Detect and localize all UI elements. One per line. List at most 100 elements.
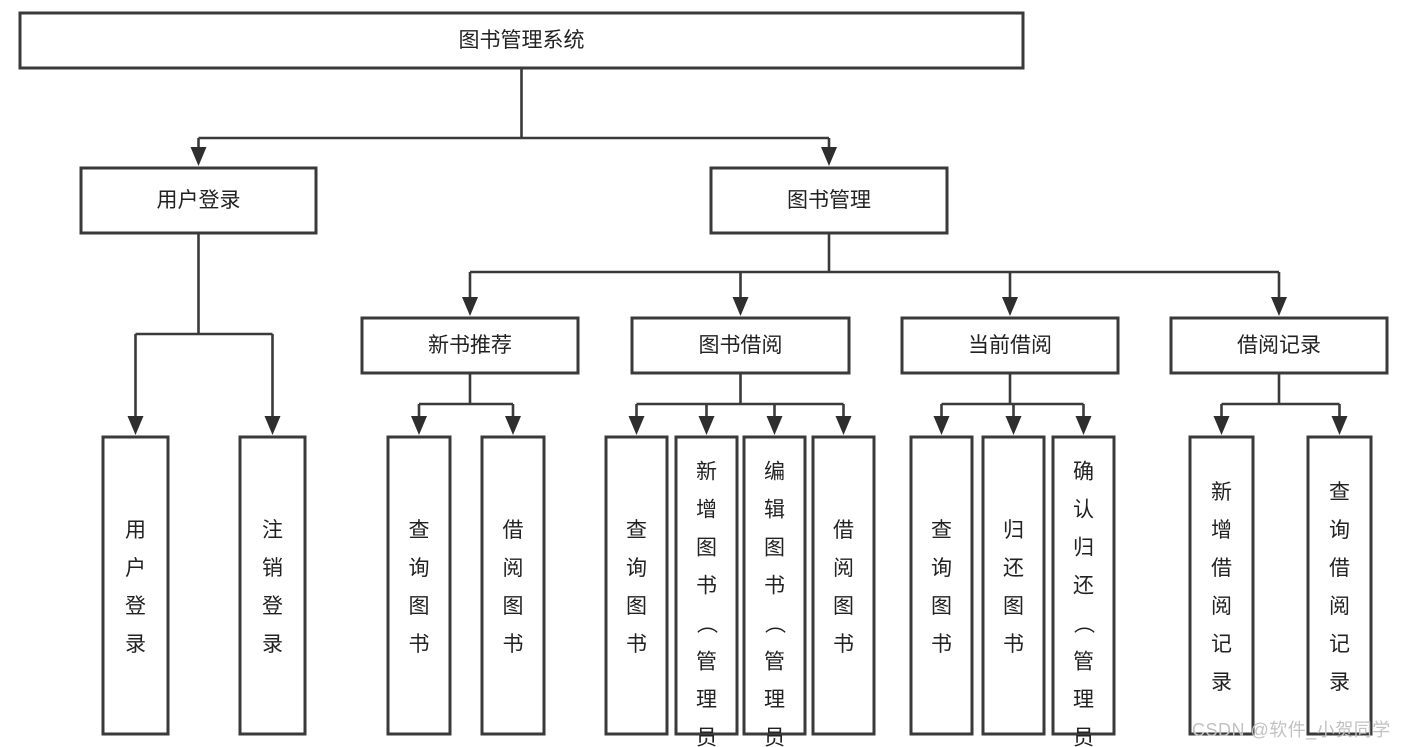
arrowhead-icon: [835, 416, 852, 435]
node-box[interactable]: [101, 435, 170, 736]
node-label-char: 还: [1073, 574, 1094, 597]
connector-group: [933, 373, 1092, 435]
node-label-char: 管: [1073, 650, 1094, 673]
node-label-char: 户: [125, 557, 146, 580]
node-label-char: 增: [1211, 519, 1232, 542]
node-label-char: 书: [764, 574, 785, 597]
node-label-char: 管: [764, 650, 785, 673]
node-label-char: 编: [764, 460, 785, 483]
node-label-char: （: [695, 613, 718, 634]
node-label-char: 归: [1003, 519, 1024, 542]
node-label-char: 新: [1211, 481, 1232, 504]
node-label: 用户登录: [157, 189, 241, 212]
connector-group: [628, 373, 852, 435]
node-box[interactable]: [18, 11, 1025, 70]
node-label-char: 还: [1003, 557, 1024, 580]
node-bookmgmt[interactable]: 图书管理: [709, 166, 949, 235]
node-borrow[interactable]: 图书借阅: [630, 316, 851, 375]
node-login[interactable]: 用户登录: [79, 166, 318, 235]
node-box[interactable]: [386, 435, 452, 736]
node-label-char: 查: [626, 519, 647, 542]
node-label-char: 注: [262, 519, 283, 542]
connector-group: [190, 68, 837, 166]
node-label-char: 销: [262, 557, 283, 580]
node-label-char: 归: [1073, 536, 1094, 559]
arrowhead-icon: [732, 297, 749, 316]
node-label-char: 询: [931, 557, 952, 580]
node-label-char: 认: [1073, 498, 1094, 521]
node-label-char: 理: [1073, 688, 1094, 711]
node-box[interactable]: [1169, 316, 1389, 375]
node-box[interactable]: [1188, 435, 1255, 736]
node-box[interactable]: [811, 435, 876, 736]
node-box[interactable]: [674, 435, 739, 736]
node-label-char: 理: [764, 688, 785, 711]
node-box[interactable]: [604, 435, 669, 736]
connector-group: [462, 233, 1287, 316]
node-box[interactable]: [742, 435, 807, 736]
node-label-char: 员: [1073, 726, 1094, 747]
node-box[interactable]: [360, 316, 580, 375]
arrowhead-icon: [698, 416, 715, 435]
node-current[interactable]: 当前借阅: [900, 316, 1120, 375]
node-label-char: 记: [1211, 633, 1232, 656]
node-label-char: 书: [833, 633, 854, 656]
node-label: 图书管理系统: [459, 29, 585, 52]
node-box[interactable]: [909, 435, 974, 736]
node-label-char: 借: [503, 519, 524, 542]
node-leaf-user-login[interactable]: 用户登录: [101, 435, 170, 736]
node-label-char: 图: [626, 595, 647, 618]
node-label-char: 确: [1073, 460, 1094, 483]
arrowhead-icon: [411, 416, 427, 435]
node-box[interactable]: [480, 435, 546, 736]
node-label-char: 管: [696, 650, 717, 673]
node-label-char: 图: [409, 595, 430, 618]
arrowhead-icon: [505, 416, 521, 435]
node-label-char: 录: [1329, 671, 1350, 694]
node-label-char: 查: [1329, 481, 1350, 504]
node-box[interactable]: [630, 316, 851, 375]
node-box[interactable]: [1051, 435, 1116, 736]
node-label: 图书管理: [787, 189, 871, 212]
arrowhead-icon: [264, 416, 281, 435]
node-box[interactable]: [981, 435, 1046, 736]
node-label-char: 查: [931, 519, 952, 542]
node-label-char: 辑: [764, 498, 785, 521]
node-label-char: 增: [696, 498, 717, 521]
node-box[interactable]: [900, 316, 1120, 375]
node-root[interactable]: 图书管理系统: [18, 11, 1025, 70]
node-label-char: 录: [1211, 671, 1232, 694]
node-newbook[interactable]: 新书推荐: [360, 316, 580, 375]
node-label-char: 书: [409, 633, 430, 656]
node-label-char: 图: [931, 595, 952, 618]
node-label-char: 新: [696, 460, 717, 483]
node-label-char: 阅: [833, 557, 854, 580]
node-box[interactable]: [1306, 435, 1373, 736]
node-label-char: 图: [503, 595, 524, 618]
node-box[interactable]: [709, 166, 949, 235]
node-box[interactable]: [238, 435, 307, 736]
node-label-char: 询: [626, 557, 647, 580]
node-records[interactable]: 借阅记录: [1169, 316, 1389, 375]
node-label-char: 书: [696, 574, 717, 597]
arrowhead-icon: [1213, 416, 1230, 435]
node-box[interactable]: [79, 166, 318, 235]
